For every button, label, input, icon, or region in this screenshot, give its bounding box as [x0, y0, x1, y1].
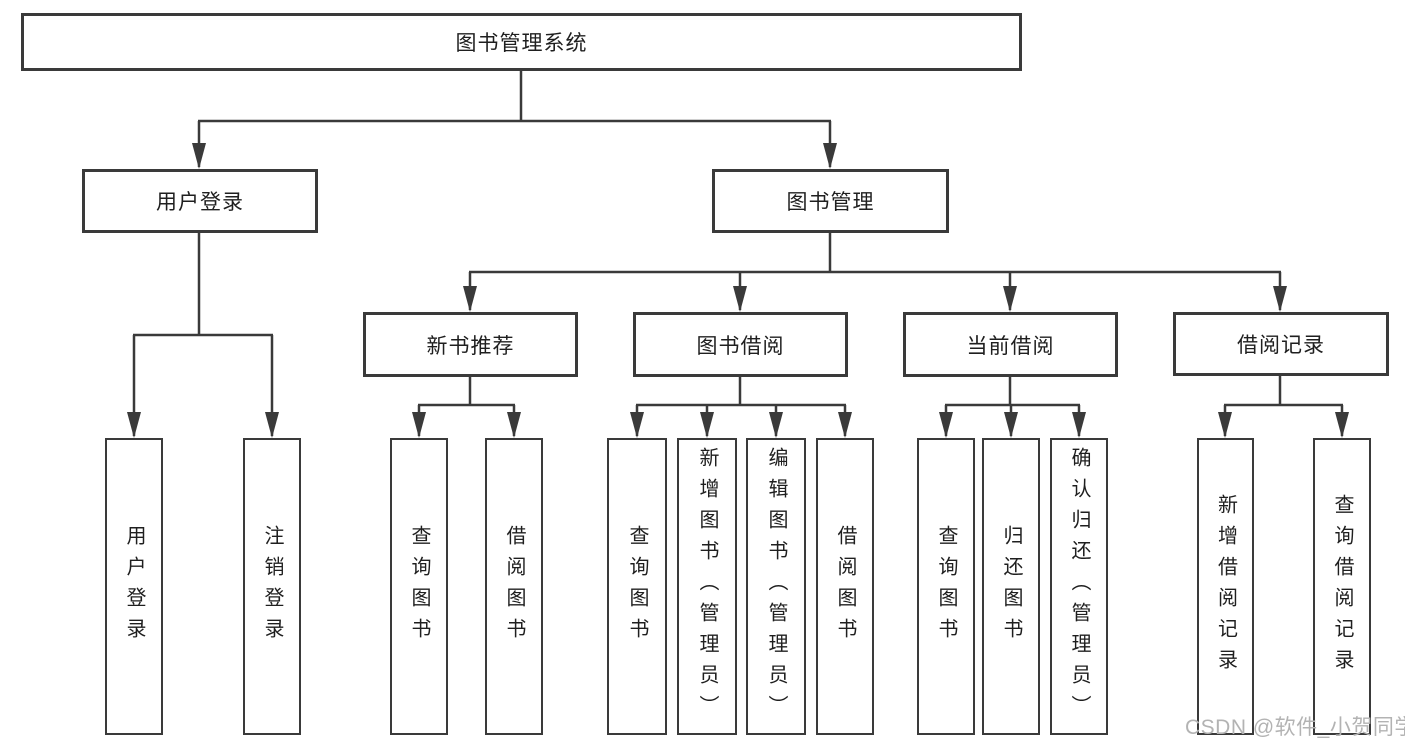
leaf-cur-return-book-label: 归还图书 [1000, 524, 1022, 649]
node-book-mgmt-label: 图书管理 [786, 191, 875, 214]
leaf-cur-query-book: 查询图书 [917, 438, 975, 735]
leaf-bor-borrow-book: 借阅图书 [816, 438, 874, 735]
leaf-rec-borrow-book: 借阅图书 [485, 438, 543, 735]
leaf-bor-borrow-book-label: 借阅图书 [834, 524, 856, 649]
leaf-add-borrow-record-label: 新增借阅记录 [1214, 493, 1237, 680]
leaf-query-borrow-record-label: 查询借阅记录 [1331, 493, 1353, 680]
node-user-login: 用户登录 [82, 169, 318, 233]
arrow-connectors [127, 121, 1349, 438]
leaf-rec-borrow-book-label: 借阅图书 [503, 524, 525, 649]
leaf-bor-edit-book: 编辑图书（管理员） [746, 438, 806, 735]
node-current-borrow: 当前借阅 [903, 312, 1118, 377]
leaf-rec-query-book: 查询图书 [390, 438, 448, 735]
node-new-book-rec-label: 新书推荐 [426, 334, 515, 358]
leaf-add-borrow-record: 新增借阅记录 [1197, 438, 1254, 735]
tree-skeleton-lines [133, 68, 1343, 407]
node-book-borrow-label: 图书借阅 [696, 334, 785, 358]
node-book-mgmt: 图书管理 [712, 169, 949, 233]
leaf-rec-query-book-label: 查询图书 [408, 524, 430, 649]
leaf-cur-confirm-return-label: 确认归还（管理员） [1068, 447, 1090, 726]
node-root-system-label: 图书管理系统 [455, 32, 588, 55]
leaf-bor-edit-book-label: 编辑图书（管理员） [765, 447, 787, 726]
leaf-bor-add-book-label: 新增图书（管理员） [696, 447, 718, 726]
csdn-watermark: CSDN @软件_小贺同学 [1185, 716, 1405, 739]
leaf-query-borrow-record: 查询借阅记录 [1313, 438, 1371, 735]
leaf-cur-return-book: 归还图书 [982, 438, 1040, 735]
leaf-logout-label: 注销登录 [261, 524, 283, 649]
node-book-borrow: 图书借阅 [633, 312, 848, 377]
leaf-user-login-label: 用户登录 [123, 524, 145, 649]
leaf-user-login: 用户登录 [105, 438, 163, 735]
node-new-book-rec: 新书推荐 [363, 312, 578, 377]
node-current-borrow-label: 当前借阅 [966, 334, 1055, 358]
leaf-bor-add-book: 新增图书（管理员） [677, 438, 737, 735]
leaf-bor-query-book: 查询图书 [607, 438, 667, 735]
node-borrow-record-label: 借阅记录 [1237, 334, 1325, 357]
leaf-cur-confirm-return: 确认归还（管理员） [1050, 438, 1108, 735]
leaf-bor-query-book-label: 查询图书 [626, 524, 648, 649]
leaf-logout: 注销登录 [243, 438, 301, 735]
node-borrow-record: 借阅记录 [1173, 312, 1389, 376]
node-user-login-label: 用户登录 [156, 191, 244, 214]
leaf-cur-query-book-label: 查询图书 [935, 524, 957, 649]
node-root-system: 图书管理系统 [21, 13, 1022, 71]
